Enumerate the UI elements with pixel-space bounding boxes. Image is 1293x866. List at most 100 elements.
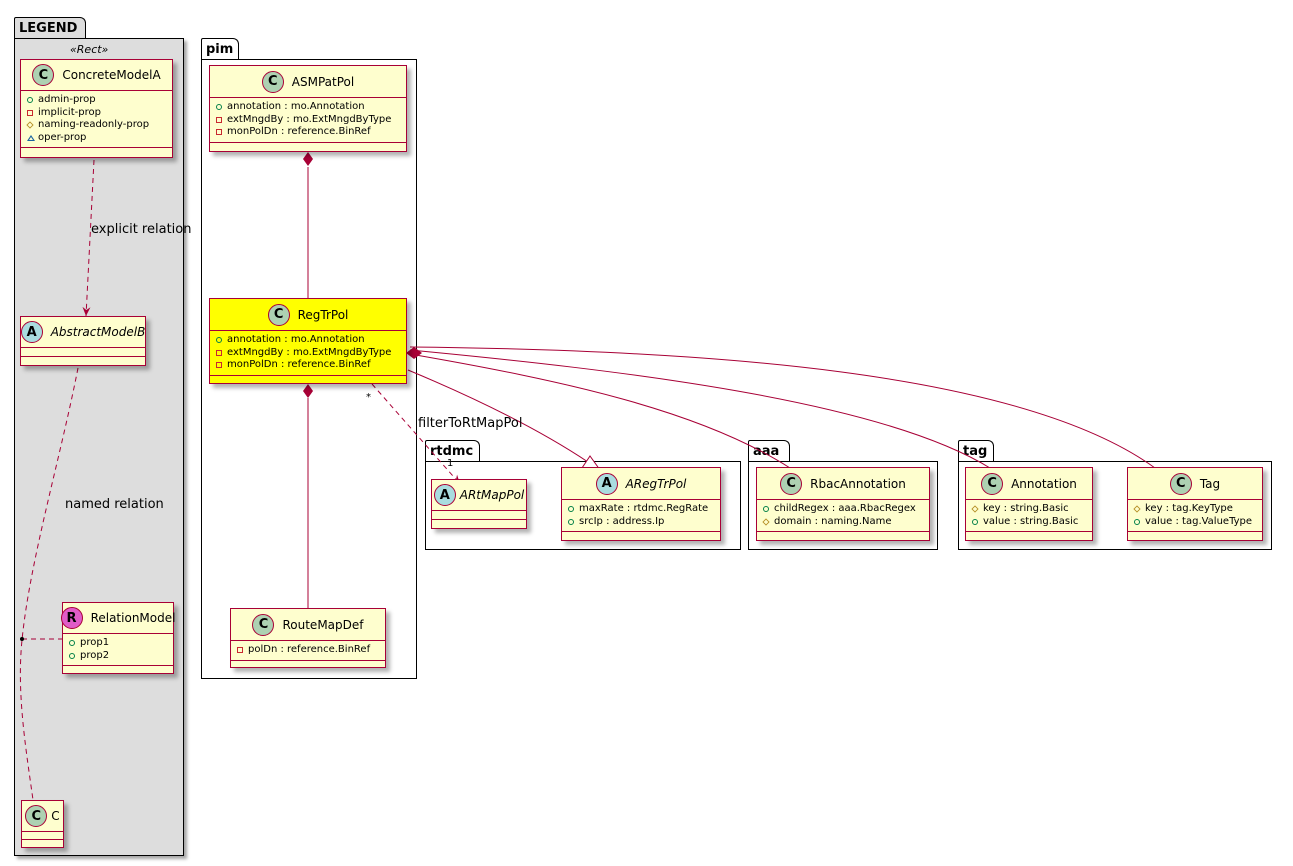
attribute: extMngdBy : mo.ExtMngdByType [227, 113, 392, 125]
protected-visibility-icon [762, 518, 770, 526]
class-c-icon: C [1169, 472, 1192, 495]
asm-composition-diamond [303, 152, 313, 166]
public-visibility-icon [1134, 518, 1140, 525]
private-visibility-icon [216, 349, 222, 356]
attribute: implicit-prop [38, 106, 101, 118]
attribute: domain : naming.Name [774, 515, 892, 527]
class-c[interactable]: C C [21, 800, 64, 848]
public-visibility-icon [972, 518, 978, 525]
private-visibility-icon [216, 116, 222, 123]
attribute: prop1 [80, 637, 110, 648]
public-visibility-icon [568, 506, 574, 513]
attribute: oper-prop [38, 131, 87, 143]
attribute: admin-prop [38, 94, 96, 105]
filter-dst-multiplicity: 1 [447, 458, 454, 469]
attribute: annotation : mo.Annotation [227, 101, 365, 112]
class-asmpatpol[interactable]: C ASMPatPol annotation : mo.Annotation e… [209, 65, 407, 152]
class-c-icon: C [252, 613, 275, 636]
regtr-tag-edge [409, 346, 1156, 469]
explicit-relation-edge [82, 159, 95, 317]
class-c-icon: C [981, 472, 1004, 495]
class-abstractmodelb[interactable]: A AbstractModelB [20, 316, 146, 366]
class-annotation[interactable]: C Annotation key : string.Basic value : … [965, 467, 1093, 541]
class-name: RbacAnnotation [810, 476, 906, 491]
class-c-icon: C [261, 70, 284, 93]
named-relation-edge [19, 367, 79, 823]
regtr-rbac-edge [409, 353, 791, 469]
abstract-a-icon: A [595, 472, 618, 495]
class-name: AbstractModelB [50, 325, 146, 339]
class-name: ConcreteModelA [62, 68, 161, 82]
aaa-package [748, 461, 938, 550]
regtr-composition-diamond [303, 384, 313, 398]
attribute: prop2 [80, 649, 110, 661]
class-name: RelationModel [90, 611, 176, 625]
class-name: ARegTrPol [625, 476, 687, 491]
regtr-annotation-edge [409, 349, 991, 469]
rtdmc-package [425, 461, 741, 550]
legend-stereotype: «Rect» [70, 43, 109, 56]
attribute: maxRate : rtdmc.RegRate [579, 503, 709, 514]
private-visibility-icon [216, 362, 222, 369]
class-concretemodela[interactable]: C ConcreteModelA admin-prop implicit-pro… [20, 59, 173, 158]
protected-visibility-icon [26, 121, 34, 130]
class-artmappol[interactable]: A ARtMapPol [431, 479, 527, 529]
tag-package-tab: tag [958, 440, 994, 462]
pim-package [201, 59, 417, 679]
attribute: value : tag.ValueType [1145, 515, 1253, 527]
class-tag[interactable]: C Tag key : tag.KeyType value : tag.Valu… [1127, 467, 1263, 541]
filter-relation-label: filterToRtMapPol [418, 416, 523, 431]
class-name: C [51, 809, 60, 823]
protected-visibility-icon [971, 505, 979, 513]
class-name: ASMPatPol [291, 74, 355, 89]
class-c-icon: C [780, 472, 803, 495]
attribute: extMngdBy : mo.ExtMngdByType [227, 346, 392, 358]
regtr-multi-diamond [406, 347, 422, 359]
attribute: polDn : reference.BinRef [248, 644, 371, 655]
attribute: key : tag.KeyType [1145, 503, 1233, 514]
public-visibility-icon [763, 506, 769, 513]
class-name: RegTrPol [297, 307, 349, 322]
pim-package-tab: pim [201, 38, 239, 60]
class-c-icon: C [25, 805, 48, 827]
class-rbacannotation[interactable]: C RbacAnnotation childRegex : aaa.RbacRe… [756, 467, 930, 541]
filter-src-multiplicity: * [366, 392, 371, 403]
explicit-relation-label: explicit relation [91, 222, 192, 237]
legend-package-tab: LEGEND [14, 17, 86, 39]
filter-relation-edge [371, 383, 461, 485]
inherits-aregtrpol-edge [407, 369, 589, 463]
public-visibility-icon [69, 652, 75, 659]
attribute: childRegex : aaa.RbacRegex [774, 503, 916, 514]
private-visibility-icon [27, 109, 33, 116]
relation-r-icon: R [60, 607, 83, 629]
attribute: monPolDn : reference.BinRef [227, 359, 371, 371]
public-visibility-icon [69, 640, 75, 647]
private-visibility-icon [216, 129, 222, 136]
abstract-a-icon: A [433, 484, 456, 506]
public-visibility-icon [216, 104, 222, 111]
attribute: naming-readonly-prop [38, 119, 150, 131]
class-name: Tag [1199, 476, 1221, 491]
relation-junction [20, 637, 24, 641]
class-routemapdef[interactable]: C RouteMapDef polDn : reference.BinRef [230, 608, 386, 668]
attribute: monPolDn : reference.BinRef [227, 126, 371, 138]
class-regtrpol[interactable]: C RegTrPol annotation : mo.Annotation ex… [209, 298, 407, 384]
private-visibility-icon [237, 647, 243, 654]
class-aregtrpol[interactable]: A ARegTrPol maxRate : rtdmc.RegRate srcI… [561, 467, 721, 541]
class-c-icon: C [32, 64, 55, 86]
abstract-a-icon: A [20, 321, 43, 343]
attribute: srcIp : address.Ip [579, 515, 665, 527]
class-relationmodel[interactable]: R RelationModel prop1 prop2 [60, 602, 176, 674]
public-visibility-icon [568, 518, 574, 525]
protected-visibility-icon [1133, 505, 1141, 513]
public-visibility-icon [216, 337, 222, 344]
class-name: Annotation [1011, 476, 1077, 491]
attribute: value : string.Basic [983, 515, 1079, 527]
attribute: annotation : mo.Annotation [227, 334, 365, 345]
public-visibility-icon [27, 97, 33, 104]
tag-package [958, 461, 1272, 550]
class-name: ARtMapPol [459, 488, 525, 502]
named-relation-label: named relation [65, 497, 164, 512]
aaa-package-tab: aaa [748, 440, 790, 462]
